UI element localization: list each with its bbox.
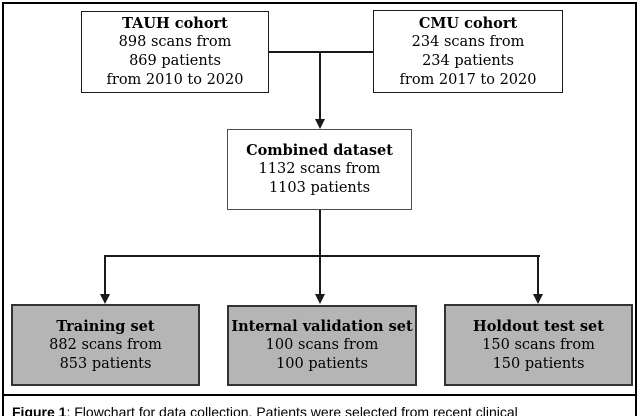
node-cmu-patients: 234 patients: [422, 52, 514, 69]
node-combined-patients: 1103 patients: [268, 180, 371, 196]
connector-to-training-line: [104, 255, 106, 295]
node-holdout-scans: 150 scans from: [482, 336, 595, 353]
caption-text: : Flowchart for data collection. Patient…: [66, 404, 518, 416]
node-cmu-title: CMU cohort: [418, 14, 518, 32]
node-tauh-patients: 869 patients: [129, 53, 221, 69]
node-combined-scans: 1132 scans from: [258, 161, 381, 177]
node-validation-scans: 100 scans from: [265, 337, 379, 353]
arrowhead-combined-icon: [314, 119, 325, 129]
node-validation-patients: 100 patients: [276, 356, 368, 372]
node-training-title: Training set: [56, 317, 155, 335]
node-cmu-years: from 2017 to 2020: [399, 71, 537, 88]
arrowhead-training-icon: [99, 294, 110, 304]
connector-to-holdout-line: [537, 255, 539, 295]
connector-split-distribution-line: [104, 255, 540, 257]
node-internal-validation-set: Internal validation set 100 scans from 1…: [227, 305, 417, 386]
node-cmu-cohort: CMU cohort 234 scans from 234 patients f…: [373, 10, 563, 93]
node-combined-title: Combined dataset: [246, 142, 393, 159]
node-holdout-patients: 150 patients: [492, 355, 585, 372]
arrowhead-holdout-icon: [532, 294, 543, 304]
node-holdout-title: Holdout test set: [473, 317, 604, 335]
node-tauh-years: from 2010 to 2020: [106, 72, 244, 88]
caption-label: Figure 1: [12, 404, 67, 416]
node-tauh-cohort: TAUH cohort 898 scans from 869 patients …: [81, 11, 269, 93]
connector-merge-to-combined-line: [319, 51, 321, 120]
node-validation-title: Internal validation set: [231, 318, 413, 335]
node-combined-dataset: Combined dataset 1132 scans from 1103 pa…: [227, 129, 412, 210]
node-training-set: Training set 882 scans from 853 patients: [11, 304, 200, 386]
node-training-scans: 882 scans from: [49, 336, 162, 353]
node-tauh-title: TAUH cohort: [122, 15, 228, 32]
connector-combined-to-split-line: [319, 208, 321, 295]
node-holdout-test-set: Holdout test set 150 scans from 150 pati…: [444, 304, 633, 386]
figure-caption: Figure 1: Flowchart for data collection.…: [4, 394, 635, 416]
arrowhead-validation-icon: [314, 294, 325, 304]
node-tauh-scans: 898 scans from: [118, 34, 232, 50]
node-cmu-scans: 234 scans from: [411, 33, 525, 50]
node-training-patients: 853 patients: [59, 355, 152, 372]
